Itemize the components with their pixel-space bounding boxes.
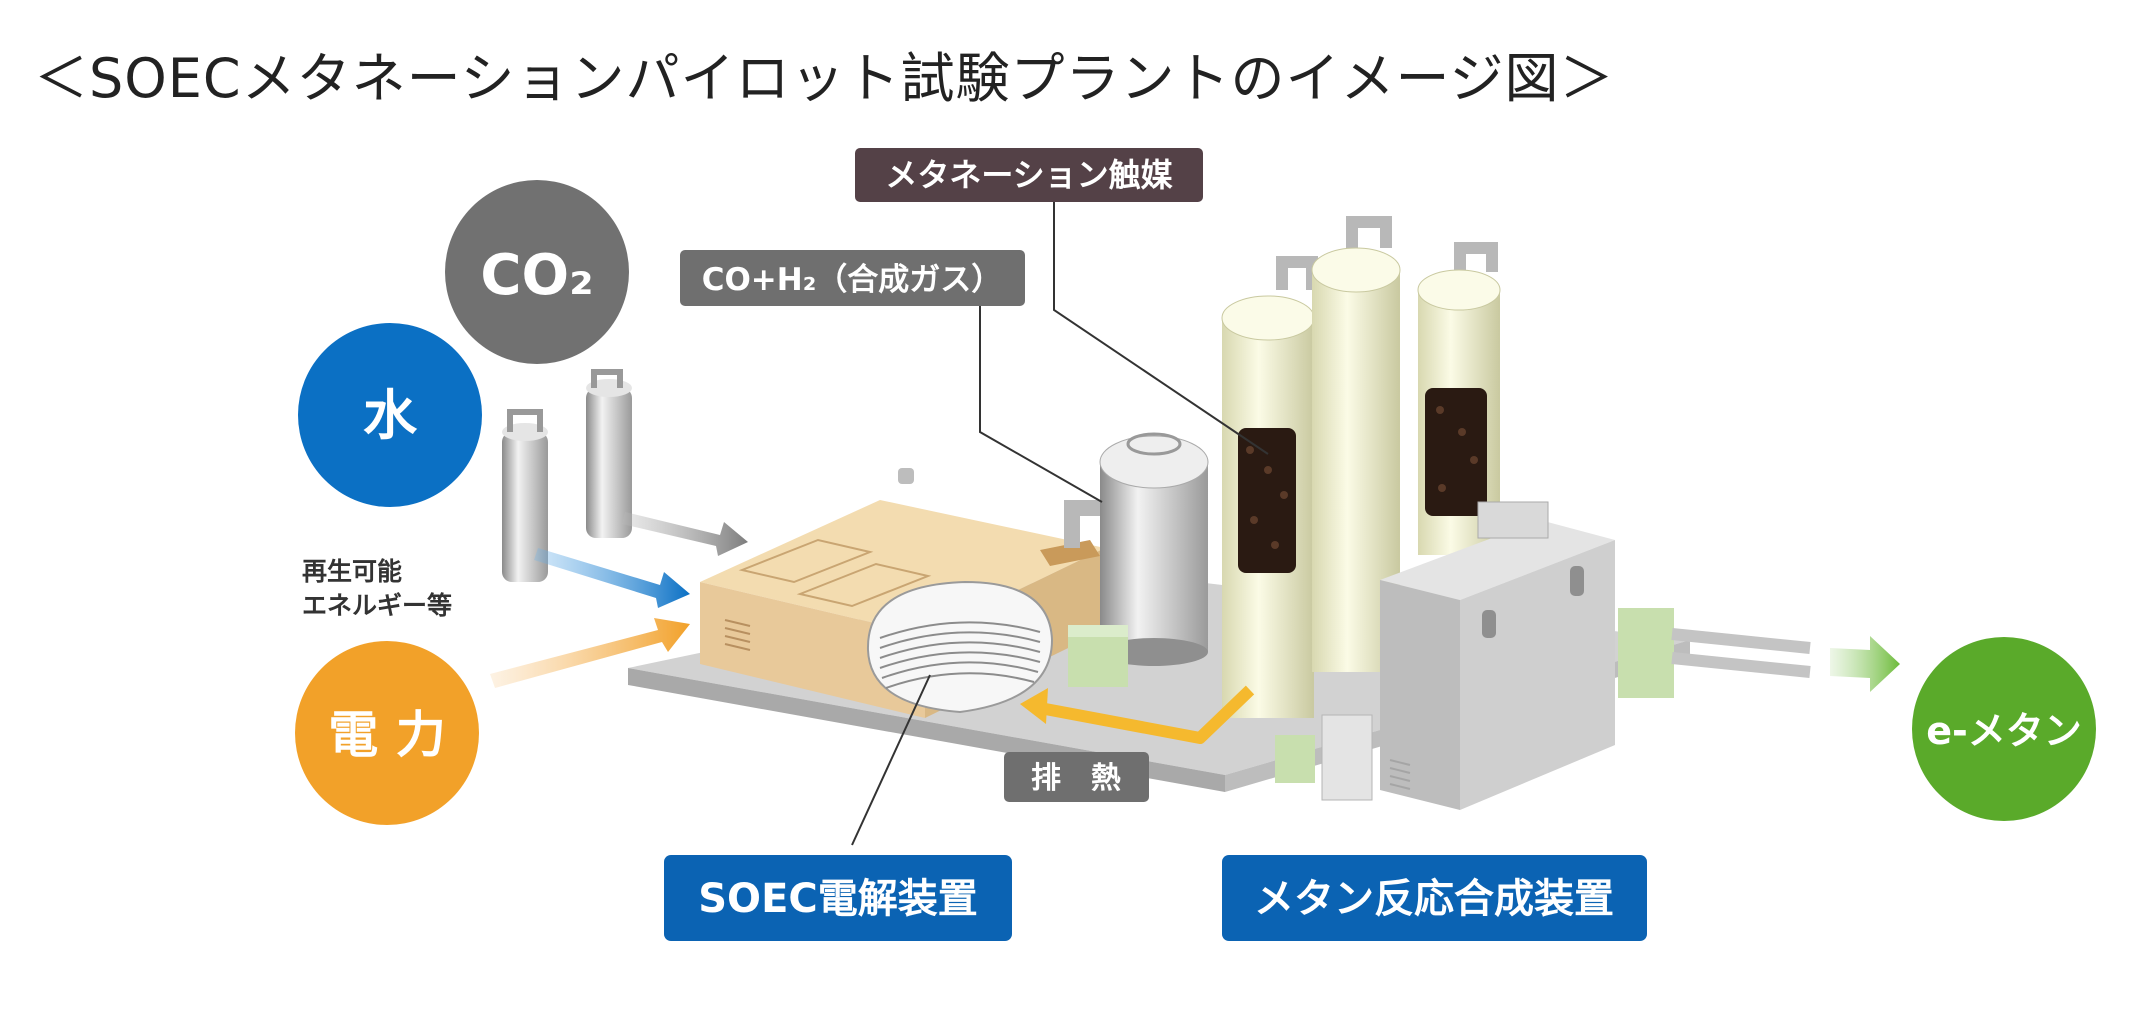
product-label: e-メタン (1926, 709, 2082, 753)
page-title: ＜SOECメタネーションパイロット試験プラントのイメージ図＞ (34, 47, 1615, 110)
power-label: 電 力 (328, 706, 445, 764)
methane-reactor-label-box: メタン反応合成装置 (1222, 855, 1647, 941)
soec-leader (851, 674, 931, 846)
power-arrow (490, 618, 690, 688)
product-circle: e-メタン (1912, 637, 2096, 821)
waste-heat-arrow (1038, 685, 1255, 744)
aux-box-2 (1275, 735, 1315, 783)
co2-label: CO₂ (480, 243, 593, 308)
waste-heat-arrowhead (1020, 688, 1048, 724)
aux-box-3 (1321, 714, 1373, 801)
methane-reactor-label: メタン反応合成装置 (1254, 876, 1614, 922)
soec-label: SOEC電解装置 (698, 876, 978, 922)
co2-circle: CO₂ (445, 180, 629, 364)
aux-box-1 (1068, 625, 1128, 687)
renewable-label-line1: 再生可能 (302, 557, 402, 586)
co2-arrow (622, 512, 748, 556)
feed-tank-left (502, 409, 548, 582)
feed-tank-right (586, 369, 632, 538)
soec-unit (700, 468, 1105, 718)
syngas-text: CO+H₂（合成ガス） (702, 262, 1003, 298)
catalyst-callout: メタネーション触媒 (855, 148, 1203, 202)
methane-synthesis-unit (1380, 501, 1615, 810)
syngas-vessel (1064, 432, 1209, 666)
soec-label-box: SOEC電解装置 (664, 855, 1012, 941)
water-circle: 水 (298, 323, 482, 507)
syngas-leader (979, 304, 1103, 503)
syngas-callout: CO+H₂（合成ガス） (680, 250, 1025, 306)
aux-box-4 (1618, 608, 1674, 698)
product-pipes (1671, 628, 1811, 678)
waste-heat-callout: 排 熱 (1004, 752, 1149, 802)
water-arrow (534, 548, 690, 608)
water-label: 水 (363, 384, 418, 447)
catalyst-text: メタネーション触媒 (885, 156, 1173, 194)
renewable-label-line2: エネルギー等 (302, 591, 452, 620)
product-arrow (1830, 636, 1900, 692)
waste-heat-text: 排 熱 (1031, 761, 1121, 796)
reactor-left (1221, 256, 1318, 718)
power-circle: 電 力 (295, 641, 479, 825)
catalyst-leader (1053, 194, 1269, 455)
